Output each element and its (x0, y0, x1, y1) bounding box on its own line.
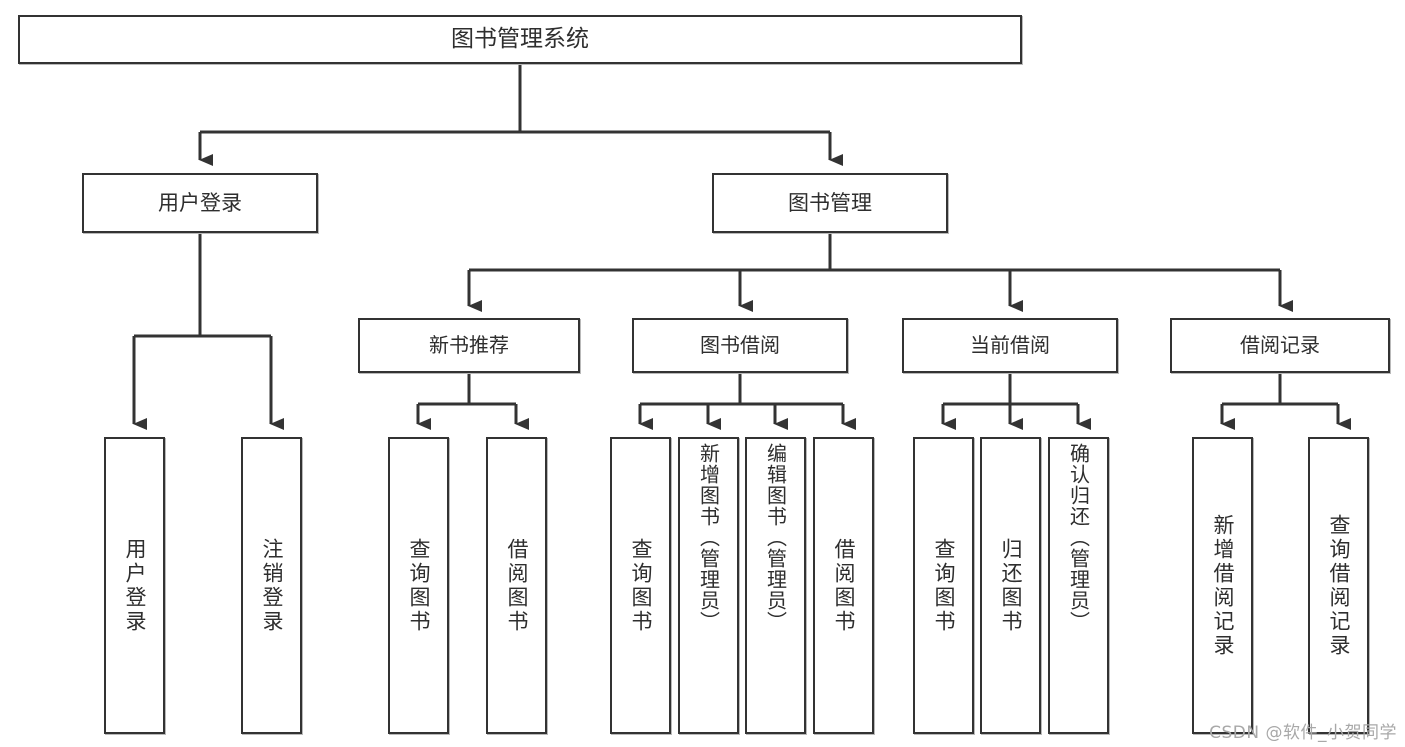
leaf-logout-label: 注销登录 (260, 537, 284, 634)
leaf-query-book-cb[interactable]: 查询图书 (913, 437, 974, 734)
leaf-logout[interactable]: 注销登录 (241, 437, 302, 734)
node-root[interactable]: 图书管理系统 (18, 15, 1022, 64)
leaf-borrow-book-nbr-label: 借阅图书 (505, 537, 529, 634)
leaf-edit-book-admin[interactable]: 编辑图书（管理员） (745, 437, 806, 734)
leaf-add-borrow-record-label: 新增借阅记录 (1211, 513, 1235, 658)
leaf-add-book-admin[interactable]: 新增图书（管理员） (678, 437, 739, 734)
leaf-edit-book-admin-label: 编辑图书（管理员） (763, 443, 788, 632)
leaf-query-book-bb[interactable]: 查询图书 (610, 437, 671, 734)
leaf-confirm-return-admin-label: 确认归还（管理员） (1066, 443, 1091, 632)
leaf-query-borrow-record-label: 查询借阅记录 (1327, 513, 1351, 658)
leaf-return-book-label: 归还图书 (999, 537, 1023, 634)
node-new-book-recommend[interactable]: 新书推荐 (358, 318, 580, 373)
leaf-borrow-book-bb-label: 借阅图书 (832, 537, 856, 634)
leaf-query-borrow-record[interactable]: 查询借阅记录 (1308, 437, 1369, 734)
node-book-management-label: 图书管理 (788, 190, 872, 215)
node-book-borrow-label: 图书借阅 (700, 332, 780, 357)
node-root-label: 图书管理系统 (451, 25, 589, 52)
leaf-query-book-nbr[interactable]: 查询图书 (388, 437, 449, 734)
node-user-login-label: 用户登录 (158, 190, 242, 215)
leaf-borrow-book-nbr[interactable]: 借阅图书 (486, 437, 547, 734)
node-book-borrow[interactable]: 图书借阅 (632, 318, 848, 373)
leaf-confirm-return-admin[interactable]: 确认归还（管理员） (1048, 437, 1109, 734)
leaf-return-book[interactable]: 归还图书 (980, 437, 1041, 734)
node-user-login[interactable]: 用户登录 (82, 173, 318, 233)
node-borrow-record[interactable]: 借阅记录 (1170, 318, 1390, 373)
leaf-query-book-bb-label: 查询图书 (629, 537, 653, 634)
leaf-borrow-book-bb[interactable]: 借阅图书 (813, 437, 874, 734)
node-book-management[interactable]: 图书管理 (712, 173, 948, 233)
leaf-user-login[interactable]: 用户登录 (104, 437, 165, 734)
leaf-query-book-nbr-label: 查询图书 (407, 537, 431, 634)
node-borrow-record-label: 借阅记录 (1240, 332, 1320, 357)
node-current-borrow[interactable]: 当前借阅 (902, 318, 1118, 373)
csdn-watermark: CSDN @软件_小贺同学 (1209, 723, 1397, 743)
node-current-borrow-label: 当前借阅 (970, 332, 1050, 357)
leaf-user-login-label: 用户登录 (123, 537, 147, 634)
leaf-add-book-admin-label: 新增图书（管理员） (696, 443, 721, 632)
leaf-add-borrow-record[interactable]: 新增借阅记录 (1192, 437, 1253, 734)
node-new-book-recommend-label: 新书推荐 (429, 332, 509, 357)
leaf-query-book-cb-label: 查询图书 (932, 537, 956, 634)
